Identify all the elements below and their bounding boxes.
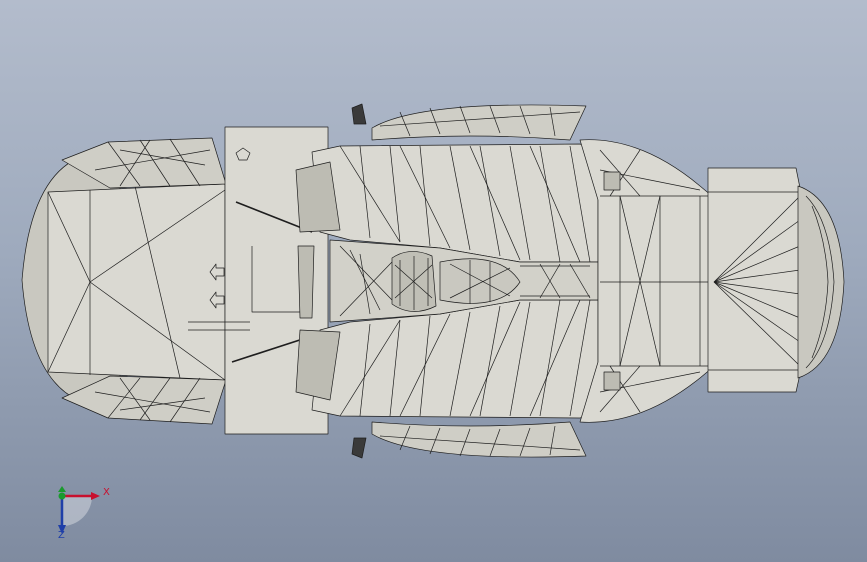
- pentagon-marker-icon: [235, 147, 251, 161]
- z-axis-label: Z: [58, 530, 65, 541]
- rear-bumper: [797, 185, 845, 379]
- right-mirror: [351, 437, 367, 459]
- seat-mesh: [339, 245, 591, 317]
- rear-deck: [579, 139, 713, 423]
- left-mirror: [351, 103, 367, 125]
- x-axis-arrow-icon: [62, 492, 100, 500]
- front-hood-panel: [47, 183, 226, 381]
- front-left-wheel-area: [61, 137, 227, 189]
- y-axis-dot-icon: [58, 486, 66, 500]
- front-right-wheel-area: [61, 375, 227, 425]
- z-axis-arrow-icon: [58, 496, 66, 534]
- orientation-triad: [58, 486, 100, 534]
- rear-wing: [707, 167, 801, 393]
- right-side-pod: [371, 421, 587, 458]
- x-axis-label: X: [103, 487, 110, 498]
- left-side-pod: [371, 104, 587, 141]
